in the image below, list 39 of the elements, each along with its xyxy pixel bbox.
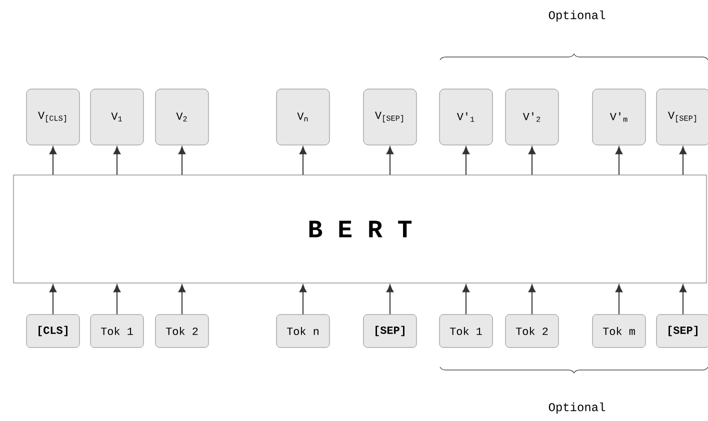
arrow bbox=[49, 146, 57, 176]
input-token-box: [SEP] bbox=[656, 314, 708, 348]
brace-label: Optional bbox=[548, 10, 606, 22]
input-token-box: [CLS] bbox=[26, 314, 80, 348]
arrow bbox=[178, 146, 186, 176]
arrow bbox=[679, 284, 687, 315]
arrow bbox=[113, 146, 121, 176]
arrow bbox=[386, 146, 394, 176]
arrow bbox=[386, 284, 394, 315]
output-vector-box: V$_{1}$ bbox=[90, 88, 144, 146]
arrow bbox=[49, 284, 57, 315]
output-vector-box: V$_{n}$ bbox=[276, 88, 330, 146]
arrow bbox=[528, 146, 536, 176]
input-token-box: Tok 1 bbox=[439, 314, 493, 348]
output-vector-box: V'$_{2}$ bbox=[505, 88, 559, 146]
arrow bbox=[178, 284, 186, 315]
arrow bbox=[528, 284, 536, 315]
arrow bbox=[679, 146, 687, 176]
arrow bbox=[299, 284, 307, 315]
arrow bbox=[462, 146, 470, 176]
input-token-box: Tok 2 bbox=[505, 314, 559, 348]
output-vector-box: V$_{[SEP]}$ bbox=[656, 88, 708, 146]
input-token-box: Tok 1 bbox=[90, 314, 144, 348]
arrow bbox=[299, 146, 307, 176]
arrow bbox=[462, 284, 470, 315]
output-vector-box: V'$_{m}$ bbox=[592, 88, 646, 146]
input-token-box: Tok 2 bbox=[155, 314, 209, 348]
output-vector-box: V$_{[CLS]}$ bbox=[26, 88, 80, 146]
brace-label: Optional bbox=[548, 402, 606, 414]
model-box: B E R T bbox=[13, 174, 707, 284]
arrow bbox=[113, 284, 121, 315]
arrow bbox=[615, 284, 623, 315]
output-vector-box: V$_{2}$ bbox=[155, 88, 209, 146]
input-token-box: [SEP] bbox=[363, 314, 417, 348]
output-vector-box: V'$_{1}$ bbox=[439, 88, 493, 146]
input-token-box: Tok m bbox=[592, 314, 646, 348]
arrow bbox=[615, 146, 623, 176]
output-vector-box: V$_{[SEP]}$ bbox=[363, 88, 417, 146]
input-token-box: Tok n bbox=[276, 314, 330, 348]
